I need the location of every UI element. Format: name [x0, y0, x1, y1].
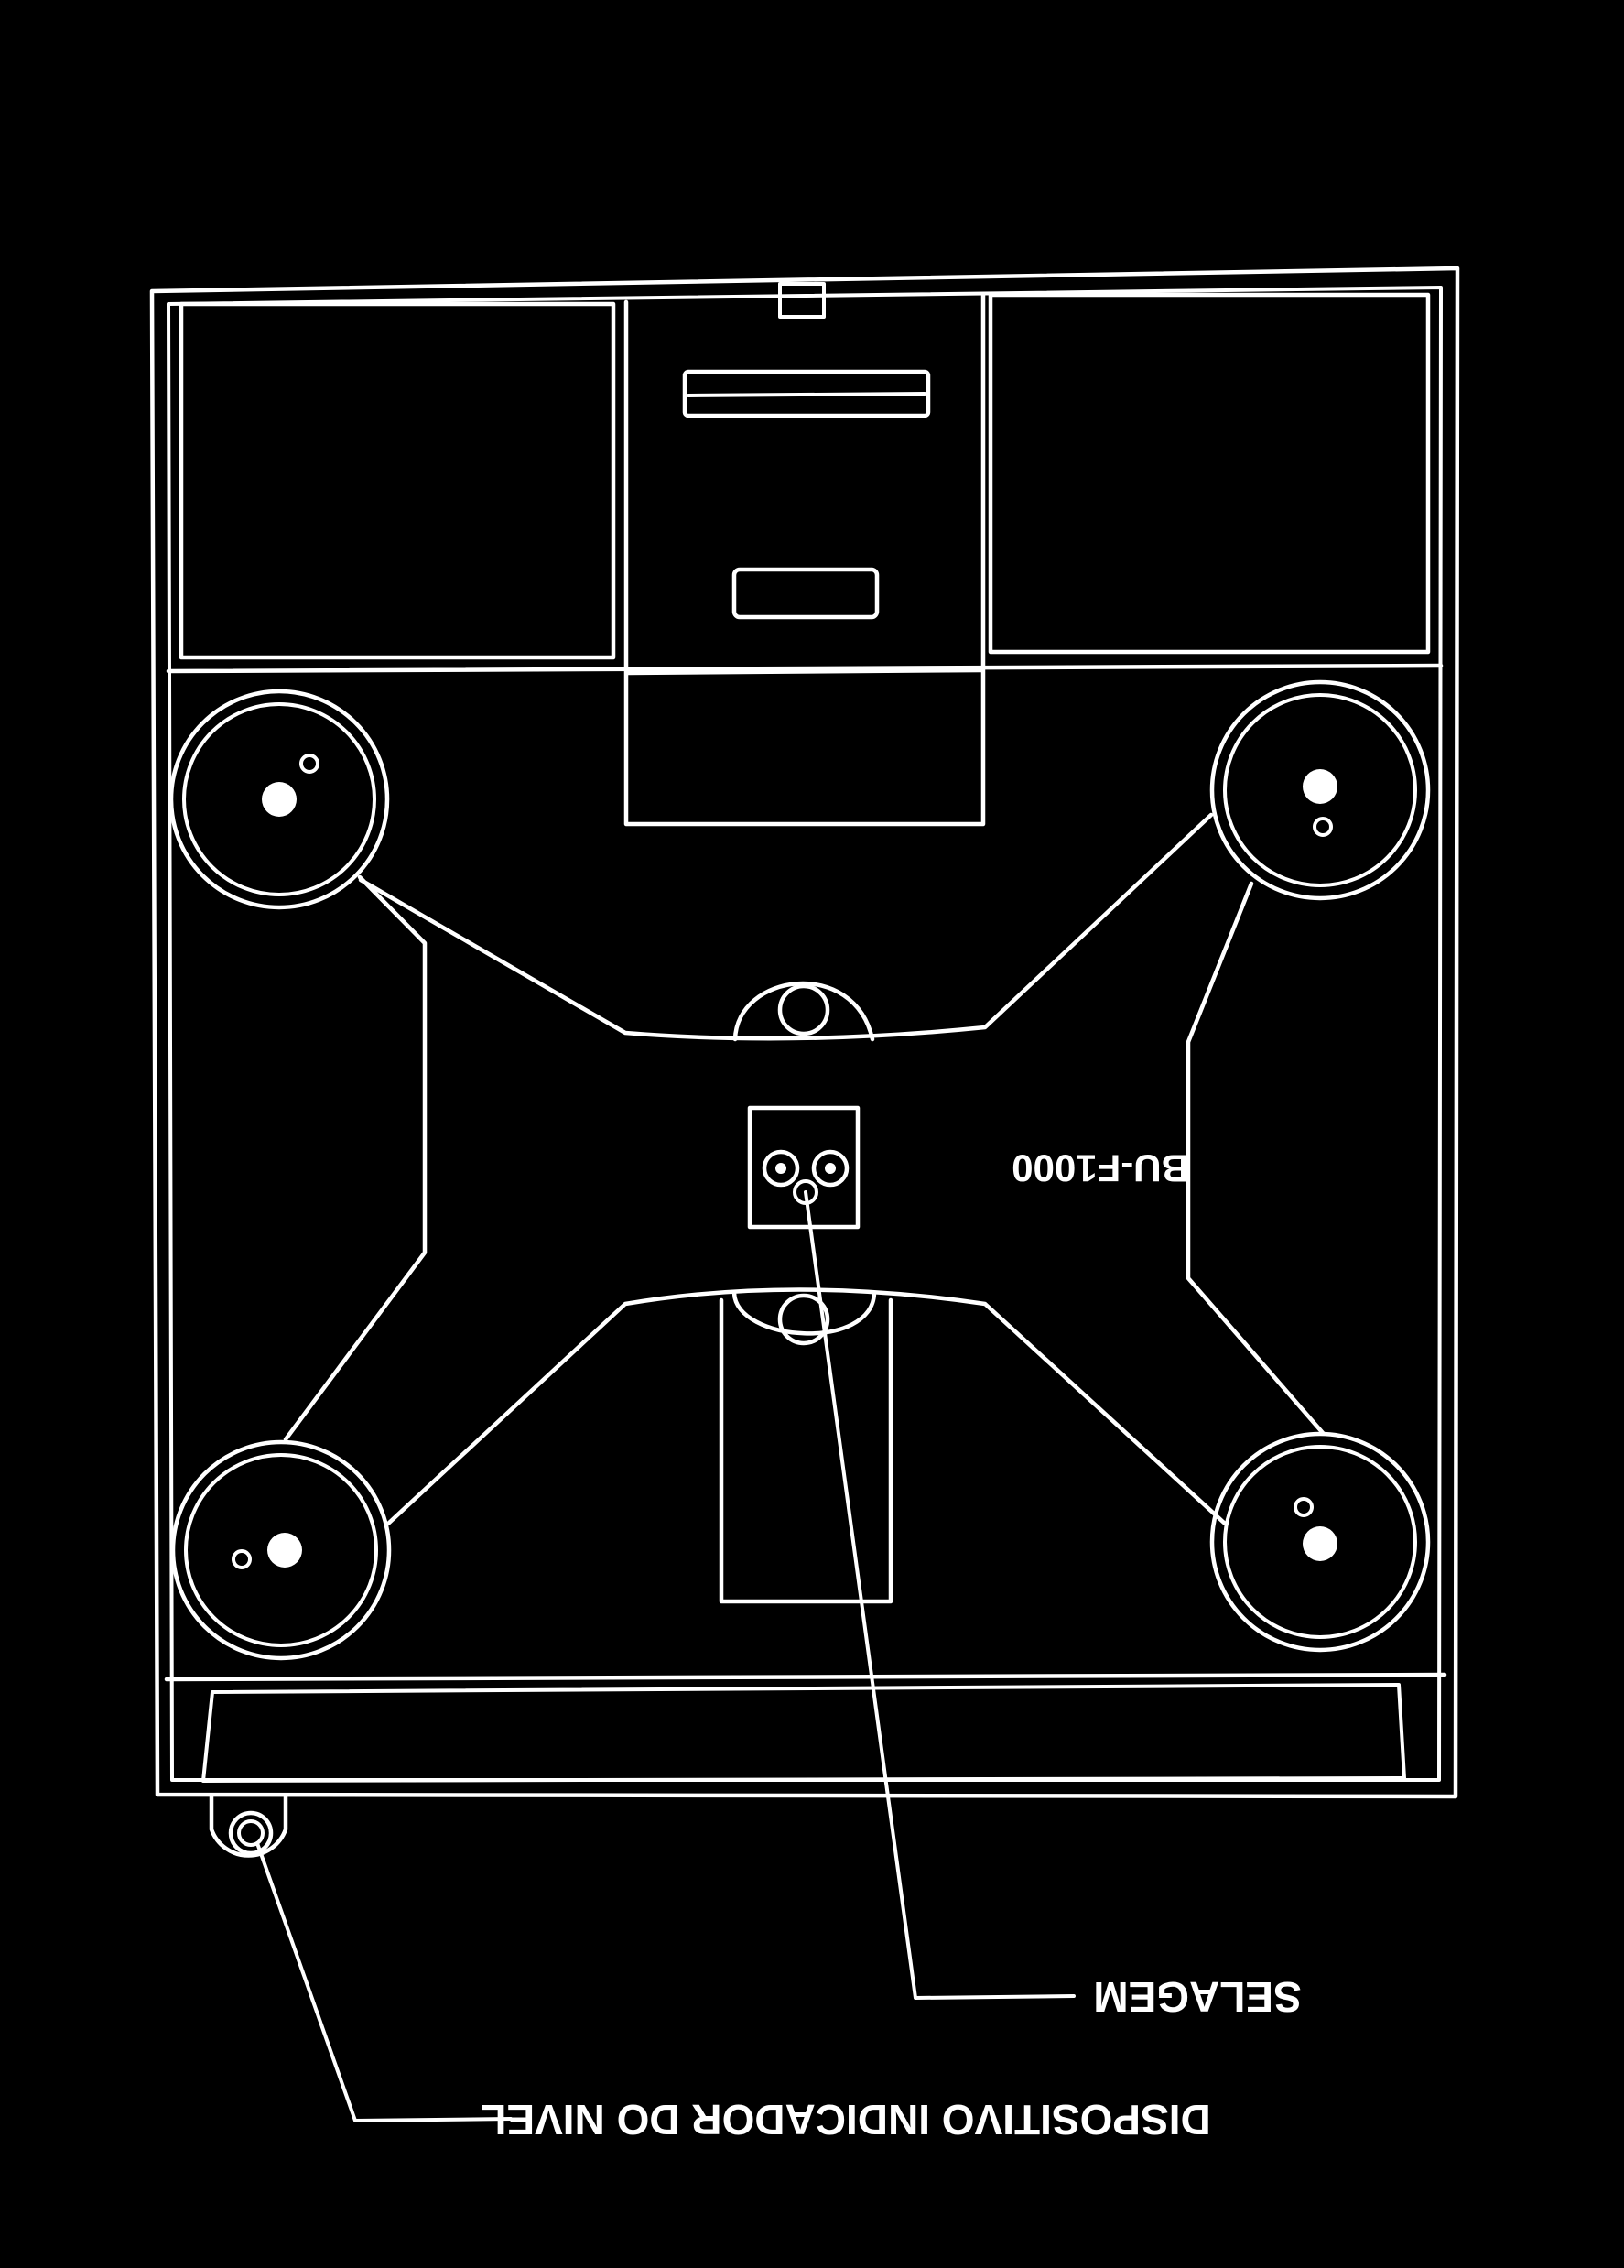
center-panel — [623, 282, 986, 827]
seal-callout: SELAGEM — [1093, 1973, 1301, 2021]
seal-box — [747, 1105, 861, 1230]
foot-bottom-left — [170, 1439, 392, 1661]
lower-lug-and-bracket — [719, 1290, 893, 1604]
foot-top-left — [168, 689, 390, 910]
model-label-text: BU-F1000 — [1012, 1147, 1189, 1190]
foot-bottom-right — [1209, 1431, 1431, 1653]
leader-lines — [255, 1190, 1076, 2122]
top-right-compartment — [988, 292, 1431, 655]
top-left-compartment — [179, 301, 616, 660]
foot-top-right — [1209, 679, 1431, 901]
model-label: BU-F1000 — [1012, 1147, 1189, 1190]
x-frame — [283, 812, 1326, 1526]
level-indicator-callout-text: DISPOSITIVO INDICADOR DO NIVEL — [481, 2096, 1210, 2143]
level-indicator — [209, 1794, 288, 1858]
level-indicator-callout: DISPOSITIVO INDICADOR DO NIVEL — [481, 2096, 1210, 2143]
seal-callout-text: SELAGEM — [1093, 1973, 1301, 2021]
upper-lug — [732, 982, 875, 1042]
